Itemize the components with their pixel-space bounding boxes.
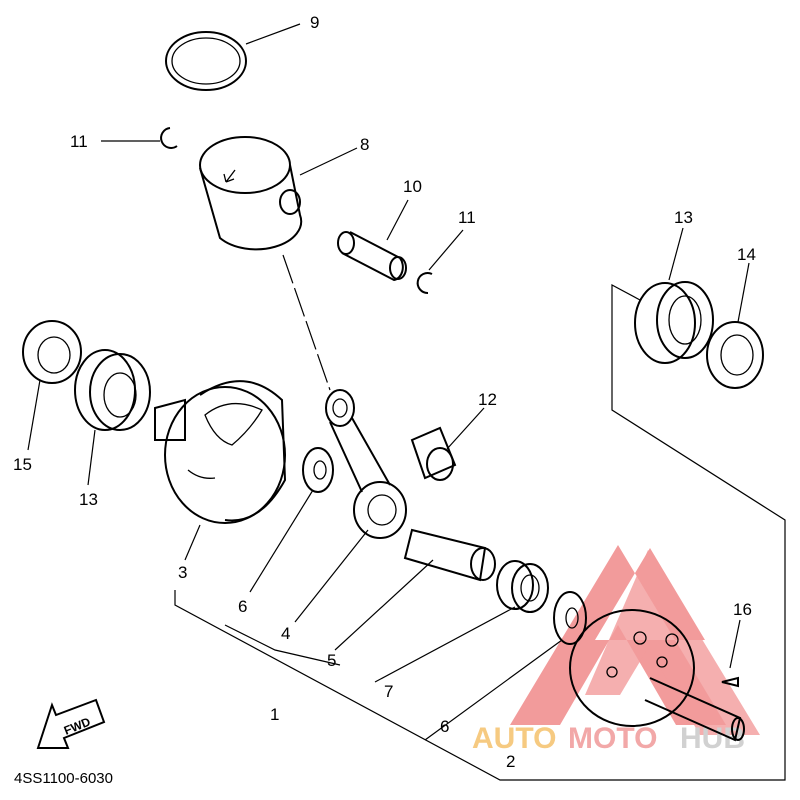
woodruff-key bbox=[721, 676, 739, 688]
watermark-logo: AUTO MOTO HUB bbox=[472, 545, 760, 755]
thrust-washer-left bbox=[302, 447, 334, 493]
fwd-label: FWD bbox=[62, 714, 93, 737]
callout-1: 1 bbox=[270, 705, 279, 724]
callout-2: 2 bbox=[506, 752, 515, 771]
callout-12: 12 bbox=[478, 390, 497, 409]
watermark-triangle-inner bbox=[585, 550, 760, 735]
callout-6-left: 6 bbox=[238, 597, 247, 616]
small-end-bearing bbox=[410, 426, 457, 481]
callout-6-right: 6 bbox=[440, 717, 449, 736]
callout-16: 16 bbox=[733, 600, 752, 619]
connecting-rod bbox=[325, 389, 407, 539]
callout-8: 8 bbox=[360, 135, 369, 154]
bearing-left bbox=[74, 349, 151, 431]
callout-11-right: 11 bbox=[458, 208, 476, 227]
crank-pin bbox=[403, 528, 496, 582]
callout-10: 10 bbox=[403, 177, 422, 196]
bearing-right bbox=[634, 281, 714, 364]
crankshaft-left-half bbox=[154, 380, 287, 524]
callout-5: 5 bbox=[327, 651, 336, 670]
callout-13-right: 13 bbox=[674, 208, 693, 227]
callout-14: 14 bbox=[737, 245, 756, 264]
thrust-washer-right bbox=[553, 591, 587, 645]
leader-lines bbox=[27, 23, 786, 781]
watermark-text-auto: AUTO bbox=[472, 722, 556, 755]
fwd-direction-arrow: FWD bbox=[36, 698, 106, 749]
piston-pin bbox=[337, 231, 407, 282]
callout-labels: 9 11 8 10 11 13 14 15 13 12 3 6 4 5 1 7 … bbox=[13, 13, 756, 771]
oil-seal-right bbox=[706, 321, 764, 389]
callout-3: 3 bbox=[178, 563, 187, 582]
piston bbox=[199, 136, 303, 251]
oil-seal-left bbox=[22, 320, 82, 384]
callout-4: 4 bbox=[281, 624, 290, 643]
part-code: 4SS1100-6030 bbox=[14, 770, 113, 787]
callout-11-upper: 11 bbox=[70, 132, 88, 151]
callout-13-left: 13 bbox=[79, 490, 98, 509]
piston-ring bbox=[165, 31, 247, 91]
watermark-text-moto: MOTO bbox=[568, 722, 657, 755]
circlip-right bbox=[416, 272, 433, 295]
circlip-upper bbox=[160, 127, 178, 149]
crankshaft-right-half bbox=[569, 609, 745, 742]
big-end-bearing bbox=[496, 560, 549, 613]
callout-7: 7 bbox=[384, 682, 393, 701]
callout-15: 15 bbox=[13, 455, 32, 474]
callout-9: 9 bbox=[310, 13, 319, 32]
